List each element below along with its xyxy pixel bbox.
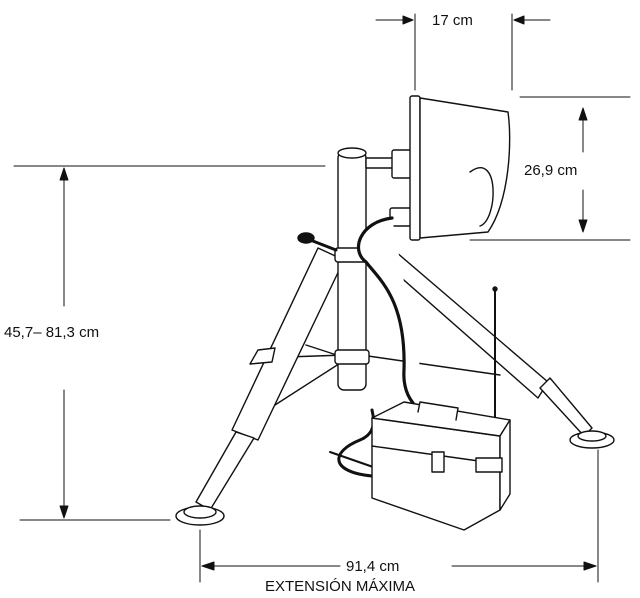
housing-width-label: 17 cm bbox=[432, 12, 473, 30]
mast-height-label: 45,7– 81,3 cm bbox=[4, 324, 100, 342]
housing-height-label: 26,9 cm bbox=[524, 162, 578, 180]
dimension-lines bbox=[13, 13, 631, 583]
sensor-housing bbox=[356, 95, 511, 422]
footprint-caption: EXTENSIÓN MÁXIMA bbox=[264, 578, 416, 595]
battery-box bbox=[329, 401, 511, 531]
footprint-span-label: 91,4 cm bbox=[346, 558, 400, 575]
tripod-legs bbox=[175, 239, 615, 526]
